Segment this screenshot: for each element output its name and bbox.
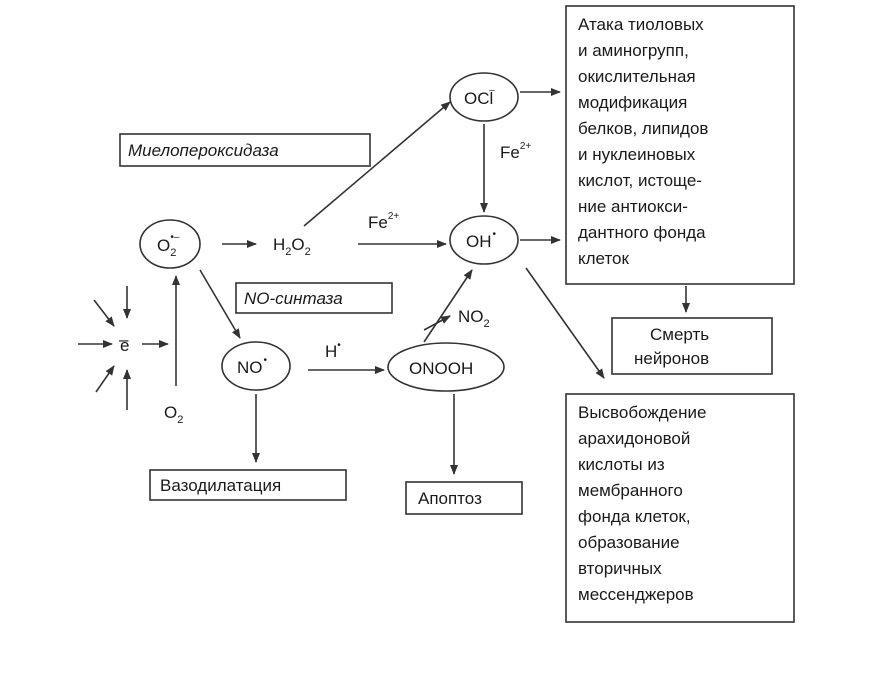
apoptosis-box: Апоптоз [405,481,523,515]
arrow-peroxynitrous-to-no2 [423,315,451,331]
arrow-into-electron-bottom-left [95,365,115,393]
oxidative-damage-line: ние антиокси- [578,197,688,216]
oxidative-damage-line: модификация [578,93,687,112]
oxygen-sub: 2 [177,414,183,426]
peroxide-h: H [273,235,285,254]
arachidonic-line: образование [578,533,680,552]
oxidative-damage-line: и аминогрупп, [578,41,689,60]
oxidative-damage-line: окислительная [578,67,696,86]
hydroxyl-formula: OH• [466,229,497,251]
hypochlorite-formula: OCl– [464,85,495,108]
arrow-peroxide-to-hypochlorite [303,101,451,227]
no-synthase-label: NO-синтаза [244,289,343,308]
no2-formula: NO2 [458,307,490,330]
superoxide-formula: O2 •– [157,232,180,259]
peroxide-o-sub: 2 [305,246,311,258]
hypochlorite-sup: – [489,85,495,96]
no2-base: NO [458,307,484,326]
arachidonic-line: фонда клеток, [578,507,691,526]
arachidonic-text: Высвобождение арахидоновой кислоты из ме… [578,403,711,604]
arrow-into-electron-top-left [93,299,115,327]
peroxide-o: O [291,235,304,254]
arrow-hydroxyl-to-arachidonic [525,267,605,379]
h-radical-base: H [325,342,337,361]
peroxynitrous-label: ONOOH [409,359,473,378]
h-radical-label: H• [325,340,341,361]
vasodilation-label: Вазодилатация [160,476,281,495]
arachidonic-line: кислоты из [578,455,665,474]
superoxide-node: O2 •– [139,219,201,269]
no2-sub: 2 [484,318,490,330]
hydroxyl-sup: • [493,229,497,240]
arachidonic-box: Высвобождение арахидоновой кислоты из ме… [565,393,795,623]
fe-label-horizontal-sup: 2+ [388,211,400,222]
no-synthase-box: NO-синтаза [235,282,393,314]
neuron-death-text: Смерть нейронов [634,325,714,368]
arachidonic-line: арахидоновой [578,429,690,448]
fe-label-vertical: Fe2+ [500,141,531,162]
nitric-oxide-base: NO [237,358,263,377]
oxidative-damage-text: Атака тиоловых и аминогрупп, окислительн… [578,15,713,268]
oxidative-damage-line: белков, липидов [578,119,708,138]
oxidative-damage-line: дантного фонда [578,223,706,242]
hydroxyl-node: OH• [449,215,519,265]
fe-label-vertical-sup: 2+ [520,141,532,152]
apoptosis-label: Апоптоз [418,489,482,508]
h-radical-sup: • [337,340,341,351]
myeloperoxidase-box: Миелопероксидаза [119,133,371,167]
peroxynitrous-node: ONOOH [387,342,505,392]
oxidative-damage-line: и нуклеиновых [578,145,696,164]
oxidative-damage-box: Атака тиоловых и аминогрупп, окислительн… [565,5,795,285]
electron-node: – e [119,330,129,355]
myeloperoxidase-label: Миелопероксидаза [128,141,279,160]
oxidative-damage-line: клеток [578,249,629,268]
hypochlorite-base: OCl [464,89,493,108]
arachidonic-line: мессенджеров [578,585,694,604]
hydroxyl-base: OH [466,232,492,251]
peroxide-h-sub: 2 [285,246,291,258]
electron-over: – [119,330,129,349]
nitric-oxide-formula: NO• [237,355,268,377]
oxygen-node: O2 [164,403,183,426]
vasodilation-box: Вазодилатация [149,469,347,501]
no2-node: NO2 [458,307,490,330]
arachidonic-line: вторичных [578,559,662,578]
neuron-death-box: Смерть нейронов [611,317,773,375]
hypochlorite-node: OCl– [449,72,519,122]
arrow-peroxynitrous-to-hydroxyl [423,269,473,343]
neuron-death-line: Смерть [650,325,709,344]
arrow-superoxide-to-no [199,269,241,339]
nitric-oxide-node: NO• [221,341,291,391]
fe-label-vertical-base: Fe [500,143,520,162]
neuron-death-line: нейронов [634,349,709,368]
oxygen-formula: O2 [164,403,183,426]
fe-label-horizontal: Fe2+ [368,211,399,232]
superoxide-sub: 2 [170,247,176,259]
electron-label: e [120,336,129,355]
oxidative-damage-line: кислот, истоще- [578,171,702,190]
arachidonic-line: мембранного [578,481,683,500]
fe-label-horizontal-base: Fe [368,213,388,232]
arachidonic-line: Высвобождение [578,403,706,422]
nitric-oxide-sup: • [264,355,268,366]
peroxide-formula: H2O2 [273,235,311,258]
peroxide-node: H2O2 [273,235,311,258]
oxidative-damage-line: Атака тиоловых [578,15,704,34]
oxygen-base: O [164,403,177,422]
superoxide-sup: •– [170,232,180,243]
superoxide-base: O [157,236,170,255]
